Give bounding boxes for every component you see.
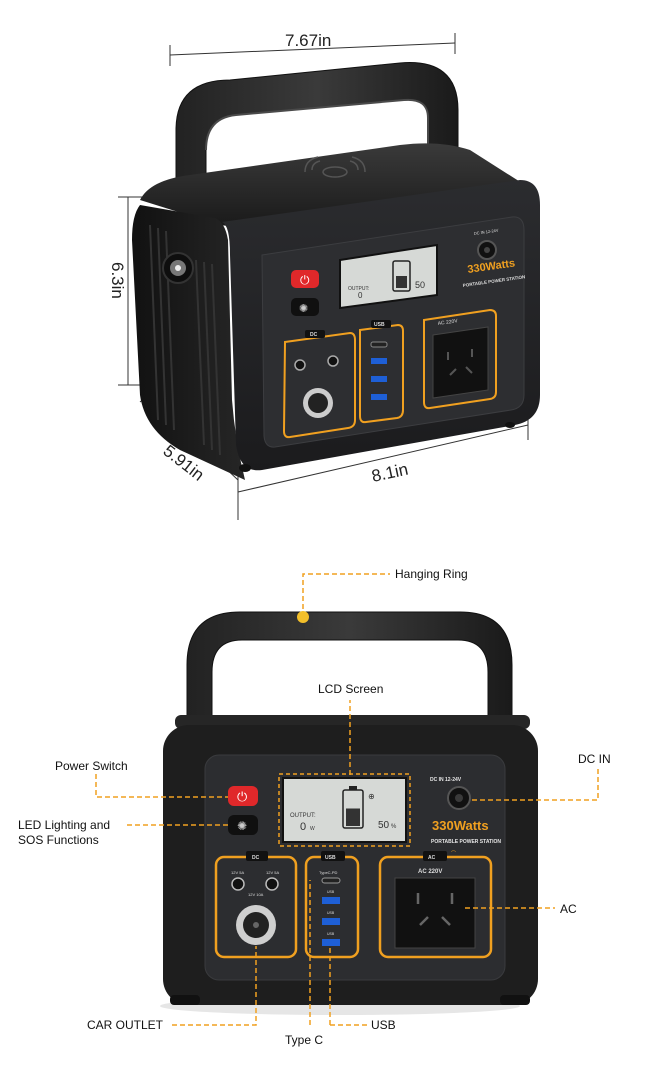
dc-badge-text: DC bbox=[310, 332, 318, 338]
power-icon: ⏻ bbox=[300, 273, 310, 287]
lcd-screen bbox=[339, 243, 438, 310]
dc-badge-front bbox=[246, 851, 268, 861]
typec-label: TypeC-PD bbox=[319, 870, 338, 875]
dc-port-right-label: 12V 5A bbox=[266, 870, 279, 875]
foot-left bbox=[239, 464, 251, 472]
ac-voltage-label-front: AC 220V bbox=[418, 869, 442, 875]
lcd-output-value-front: 0 bbox=[300, 821, 306, 833]
dc-port-left-label: 12V 5A bbox=[231, 870, 244, 875]
lcd-output-label-front: OUTPUT: bbox=[290, 813, 316, 819]
usb-port-2-front bbox=[322, 918, 340, 925]
usb-badge-text: USB bbox=[374, 322, 385, 328]
usb-badge-text-front: USB bbox=[325, 855, 336, 861]
foot-front-right bbox=[500, 995, 530, 1005]
car-port-label: 12V 10A bbox=[248, 892, 264, 897]
foot-front-left bbox=[170, 995, 200, 1005]
side-vents bbox=[149, 224, 221, 456]
lcd-output-label: OUTPUT: bbox=[348, 286, 369, 292]
ac-badge-text-front: AC bbox=[428, 855, 436, 861]
brand-wattage-front: 330Watts bbox=[432, 818, 489, 833]
dimension-view: 7.67in 6.3in 5.91in 8.1in bbox=[108, 31, 540, 520]
dc-badge-text-front: DC bbox=[252, 855, 260, 861]
brand-logo-mark: ⌒ bbox=[451, 851, 456, 857]
dc-in-port-label-front: DC IN 12-24V bbox=[430, 777, 462, 783]
handle-perspective bbox=[175, 62, 459, 206]
lcd-highlight-box bbox=[278, 773, 411, 847]
callout-led-line2: SOS Functions bbox=[18, 833, 99, 847]
side-panel bbox=[132, 205, 245, 480]
usb-port-1-front bbox=[322, 897, 340, 904]
ac-voltage-label: AC 220V bbox=[437, 318, 458, 327]
lcd-percent-value: 50 bbox=[415, 280, 425, 290]
led-button bbox=[291, 298, 319, 316]
callout-lcd-screen: LCD Screen bbox=[318, 682, 383, 696]
usb-port-frame bbox=[359, 323, 404, 424]
ac-badge-front bbox=[423, 851, 447, 861]
dc-port-right-front bbox=[265, 877, 279, 891]
callout-hanging-ring: Hanging Ring bbox=[395, 567, 468, 581]
bulb-icon-front: ✺ bbox=[237, 819, 247, 833]
usb-port-1 bbox=[371, 358, 387, 364]
lcd-output-unit-front: W bbox=[310, 826, 315, 832]
callout-power-switch: Power Switch bbox=[55, 759, 128, 773]
width-dimension-line bbox=[169, 33, 456, 66]
callout-type-c: Type C bbox=[285, 1033, 323, 1047]
lcd-battery-fill-front bbox=[346, 808, 360, 826]
dc-badge bbox=[305, 330, 325, 338]
ac-port-frame bbox=[423, 308, 497, 410]
ac-socket-front bbox=[394, 877, 476, 949]
usb-port-3-front bbox=[322, 939, 340, 946]
power-button-front bbox=[228, 786, 258, 806]
power-icon-front: ⏻ bbox=[237, 789, 247, 804]
lcd-battery-fill bbox=[396, 276, 407, 288]
usb-badge-front bbox=[321, 851, 345, 861]
typec-port bbox=[370, 341, 388, 348]
dc-port-left-front bbox=[231, 877, 245, 891]
side-flashlight-icon bbox=[162, 252, 194, 284]
ac-socket-pins-front bbox=[416, 893, 454, 926]
height-label: 6.3in bbox=[108, 262, 127, 299]
ac-socket bbox=[432, 326, 489, 399]
callout-dc-in: DC IN bbox=[578, 752, 611, 766]
front-callout-view: ⊕ OUTPUT: 0 W 50 % 330Watts PORTABLE POW… bbox=[18, 567, 611, 1047]
usb-label-1: USB bbox=[327, 890, 335, 894]
lcd-output-value: 0 bbox=[358, 291, 363, 300]
lcd-screen-front bbox=[282, 777, 407, 843]
callout-ac: AC bbox=[560, 902, 577, 916]
usb-label-3: USB bbox=[327, 932, 335, 936]
charge-icon: ⊕ bbox=[368, 792, 375, 801]
lcd-percent-value-front: 50 bbox=[378, 820, 390, 831]
dc-port-right bbox=[327, 355, 339, 367]
length-label: 8.1in bbox=[370, 460, 410, 486]
dc-port-frame bbox=[282, 331, 356, 439]
foot-right bbox=[505, 422, 515, 428]
width-label: 7.67in bbox=[285, 31, 331, 50]
brand-subtitle-front: PORTABLE POWER STATION bbox=[431, 839, 501, 845]
led-button-front bbox=[228, 815, 258, 835]
usb-port-2 bbox=[371, 376, 387, 382]
lcd-percent-unit-front: % bbox=[391, 824, 397, 830]
callout-car-outlet: CAR OUTLET bbox=[87, 1018, 164, 1032]
bulb-icon: ✺ bbox=[299, 303, 308, 315]
usb-badge bbox=[371, 320, 391, 328]
dc-in-port-label: DC IN 12-24V bbox=[473, 228, 499, 236]
power-button bbox=[291, 270, 319, 288]
usb-port-3 bbox=[371, 394, 387, 400]
typec-port-front bbox=[321, 877, 341, 884]
wireless-charging-icon bbox=[304, 156, 366, 178]
callout-lines bbox=[95, 573, 599, 1026]
callout-led-line1: LED Lighting and bbox=[18, 818, 110, 832]
top-panel bbox=[140, 143, 525, 227]
dc-port-left bbox=[294, 359, 306, 371]
lcd-battery-icon bbox=[392, 260, 411, 292]
handle-front bbox=[186, 611, 513, 721]
usb-label-2: USB bbox=[327, 911, 335, 915]
hanging-ring-dot bbox=[297, 611, 309, 623]
ac-socket-pins bbox=[447, 349, 473, 376]
callout-usb: USB bbox=[371, 1018, 396, 1032]
